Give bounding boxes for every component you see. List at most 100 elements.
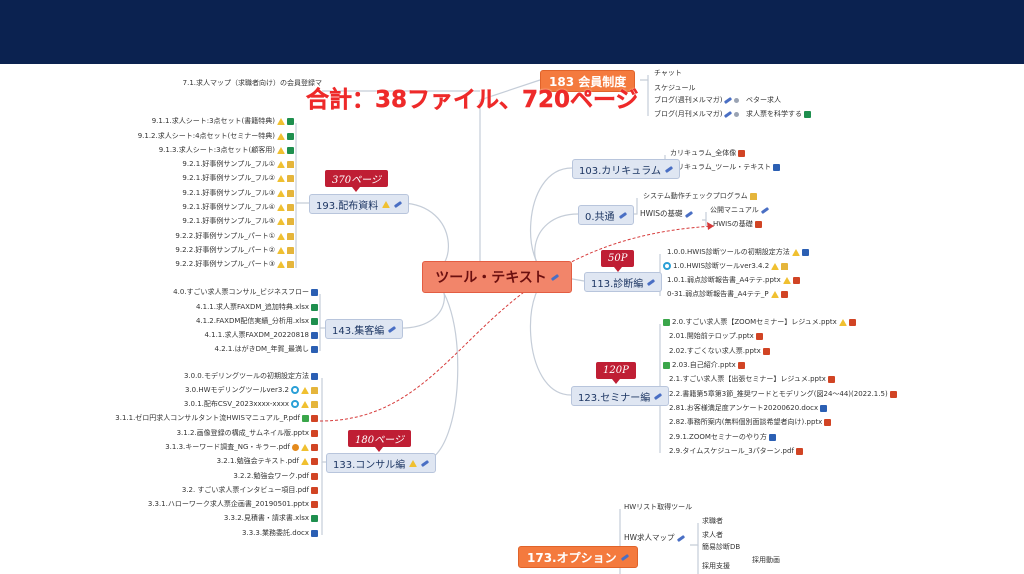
section-node-hwmap[interactable]: HW求人マップ	[624, 533, 685, 543]
leaf-node[interactable]: 求職者	[702, 516, 723, 526]
leaf-node[interactable]: 9.2.1.好事例サンプル_フル④	[182, 202, 294, 212]
powerpoint-icon	[824, 418, 832, 426]
word-icon	[311, 331, 318, 339]
star-icon	[301, 443, 309, 451]
leaf-node[interactable]: 4.2.1.はがきDM_年賀_最満し	[215, 344, 318, 354]
star-icon	[838, 318, 847, 326]
powerpoint-icon	[848, 318, 856, 326]
leaf-node[interactable]: HWリスト取得ツール	[624, 502, 692, 512]
leaf-node[interactable]: カリキュラム_全体像	[670, 148, 746, 158]
leaf-node[interactable]: カリキュラム_ツール・テキスト	[670, 162, 781, 172]
section-node-kyotsu[interactable]: 0.共通	[578, 205, 634, 225]
bell-icon	[734, 111, 740, 117]
leaf-node[interactable]: 9.2.1.好事例サンプル_フル⑤	[182, 216, 294, 226]
leaf-label: 2.03.自己紹介.pptx	[672, 361, 736, 369]
leaf-node[interactable]: 3.0.1.配布CSV_2023xxxx-xxxx	[184, 399, 318, 409]
leaf-node[interactable]: ベター求人	[746, 95, 781, 105]
leaf-node[interactable]: 9.2.2.好事例サンプル_パート①	[175, 231, 294, 241]
section-node-haifu[interactable]: 193.配布資料	[309, 194, 410, 214]
leaf-node[interactable]: 4.1.2.FAXDM配信実績_分析用.xlsx	[196, 316, 318, 326]
leaf-node[interactable]: スケジュール	[654, 83, 696, 93]
leaf-label: ベター求人	[746, 96, 781, 104]
leaf-node[interactable]: 2.2.書籍第5章第3節_推奨ワードとモデリング(図24〜44)(2022.1.…	[669, 389, 897, 399]
leaf-label: 採用支援	[702, 562, 730, 570]
leaf-node[interactable]: ブログ(月刊メルマガ)	[654, 109, 740, 119]
leaf-node[interactable]: 公開マニュアル	[710, 205, 769, 215]
leaf-label: 9.1.3.求人シート:3点セット(顧客用)	[158, 146, 275, 154]
leaf-node[interactable]: 9.2.1.好事例サンプル_フル②	[182, 173, 294, 183]
leaf-node[interactable]: 2.01.開始前テロップ.pptx	[669, 331, 763, 341]
leaf-node[interactable]: 2.02.すごくない求人票.pptx	[669, 346, 770, 356]
leaf-node[interactable]: 9.2.1.好事例サンプル_フル①	[182, 159, 294, 169]
section-node-shindan[interactable]: 113.診断編	[584, 272, 663, 292]
leaf-node[interactable]: 4.1.1.求人票FAXDM_追加特典.xlsx	[196, 302, 318, 312]
leaf-node[interactable]: 3.3.3.業務委託.docx	[242, 528, 318, 538]
leaf-node[interactable]: 2.9.1.ZOOMセミナーのやり方	[669, 432, 776, 442]
folder-icon	[287, 160, 294, 168]
word-icon	[768, 433, 776, 441]
leaf-label: 9.2.2.好事例サンプル_パート②	[175, 246, 275, 254]
leaf-node[interactable]: 2.1.すごい求人票【出張セミナー】レジュメ.pptx	[669, 374, 835, 384]
center-node[interactable]: ツール・テキスト	[422, 261, 572, 293]
leaf-node[interactable]: 2.0.すごい求人票【ZOOMセミナー】レジュメ.pptx	[663, 317, 856, 327]
page-count-badge: 50P	[601, 250, 635, 272]
leaf-node[interactable]: 2.03.自己紹介.pptx	[663, 360, 745, 370]
leaf-node[interactable]: 2.82.事務所案内(無料個別面談希望者向け).pptx	[669, 417, 832, 427]
leaf-node[interactable]: 9.2.2.好事例サンプル_パート②	[175, 245, 294, 255]
leaf-node[interactable]: 9.1.1.求人シート:3点セット(書籍特典)	[152, 116, 294, 126]
leaf-node[interactable]: 3.2.1.勉強会テキスト.pdf	[217, 456, 318, 466]
leaf-node[interactable]: 3.2. すごい求人票インタビュー項目.pdf	[182, 485, 318, 495]
leaf-node[interactable]: 9.1.3.求人シート:3点セット(顧客用)	[159, 145, 294, 155]
leaf-node[interactable]: 4.0.すごい求人票コンサル_ビジネスフロー	[173, 287, 318, 297]
pencil-icon	[654, 392, 663, 400]
leaf-node[interactable]: 3.1.2.画像登録の構成_サムネイル版.pptx	[177, 428, 318, 438]
section-node-shukyaku[interactable]: 143.集客編	[325, 319, 404, 339]
pencil-icon	[676, 534, 685, 542]
leaf-node[interactable]: 求人票を科学する	[746, 109, 811, 119]
section-node-seminar[interactable]: 123.セミナー編	[571, 386, 670, 406]
section-node-option[interactable]: 173.オプション	[518, 546, 638, 568]
leaf-node[interactable]: 1.0.0.HWIS診断ツールの初期設定方法	[667, 247, 809, 257]
section-node-consul[interactable]: 133.コンサル編	[326, 453, 437, 473]
leaf-label: 4.2.1.はがきDM_年賀_最満し	[214, 345, 309, 353]
leaf-label: 3.2.2.勉強会ワーク.pdf	[233, 472, 309, 480]
section-label: 193.配布資料	[316, 200, 379, 212]
pencil-icon	[684, 210, 693, 218]
leaf-node[interactable]: 3.1.3.キーワード調査_NG・キラー.pdf	[165, 442, 318, 452]
leaf-node[interactable]: 採用支援	[702, 561, 730, 571]
bell-icon	[734, 97, 740, 103]
leaf-node[interactable]: HWISの基礎	[713, 219, 762, 229]
leaf-node[interactable]: 2.9.タイムスケジュール_3パターン.pdf	[669, 446, 803, 456]
leaf-node[interactable]: 3.2.2.勉強会ワーク.pdf	[233, 471, 318, 481]
leaf-node[interactable]: 求人者	[702, 530, 723, 540]
star-icon	[277, 174, 285, 182]
leaf-node[interactable]: 2.81.お客様満足度アンケート20200620.docx	[669, 403, 828, 413]
leaf-label: 3.2. すごい求人票インタビュー項目.pdf	[181, 486, 309, 494]
leaf-node[interactable]: 簡易診断DB	[702, 542, 740, 552]
leaf-node[interactable]: 3.1.1.ゼロ円求人コンサルタント流HWISマニュアル_P.pdf	[115, 413, 318, 423]
leaf-node[interactable]: ブログ(週刊メルマガ)	[654, 95, 740, 105]
leaf-node[interactable]: 9.1.2.求人シート:4点セット(セミナー特典)	[138, 131, 294, 141]
leaf-node[interactable]: 9.2.1.好事例サンプル_フル③	[182, 188, 294, 198]
leaf-node[interactable]: 3.0.HWモデリングツールver3.2	[185, 385, 318, 395]
leaf-node[interactable]: 3.3.2.見積書・請求書.xlsx	[224, 513, 318, 523]
leaf-node[interactable]: 0-31.弱点診断報告書_A4テテ_P	[667, 289, 788, 299]
section-node-kyotsu_hwis[interactable]: HWISの基礎	[640, 209, 693, 219]
leaf-node[interactable]: 3.3.1.ハローワーク求人票企画書_20190501.pptx	[148, 499, 318, 509]
leaf-node[interactable]: チャット	[654, 68, 682, 78]
leaf-node[interactable]: 採用動画	[752, 555, 780, 565]
section-node-curriculum[interactable]: 103.カリキュラム	[572, 159, 680, 179]
leaf-node[interactable]: 1.0.1.弱点診断報告書_A4テテ.pptx	[667, 275, 800, 285]
leaf-node[interactable]: システム動作チェックプログラム	[643, 191, 757, 201]
section-label: 133.コンサル編	[333, 459, 406, 471]
leaf-node[interactable]: 7.1.求人マップ（求職者向け）の会員登録マ	[183, 78, 322, 88]
powerpoint-icon	[792, 276, 800, 284]
leaf-node[interactable]: 1.0.HWIS診断ツールver3.4.2	[663, 261, 789, 271]
section-node-kaiin[interactable]: 183 会員制度	[540, 70, 636, 92]
sync-icon	[291, 386, 299, 394]
leaf-node[interactable]: 9.2.2.好事例サンプル_パート③	[175, 259, 294, 269]
leaf-label: ブログ(週刊メルマガ)	[654, 96, 723, 104]
leaf-node[interactable]: 4.1.1.求人票FAXDM_20220818	[204, 330, 318, 340]
leaf-node[interactable]: 3.0.0.モデリングツールの初期設定方法	[184, 371, 318, 381]
leaf-label: 9.2.1.好事例サンプル_フル③	[182, 189, 275, 197]
